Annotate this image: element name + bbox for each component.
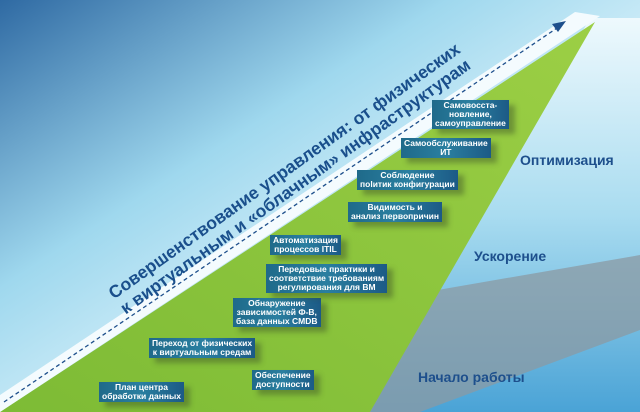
step-datacenter-plan: План центра обработки данных [99,382,184,402]
step-dependency-discovery: Обнаружение зависимостей Ф-В, база данны… [233,298,321,327]
step-p2v-migration: Переход от физических к виртуальным сред… [149,338,256,358]
step-config-compliance: Соблюдение пolитик конфигурации [357,170,458,190]
step-availability: Обеспечение доступности [252,370,314,390]
step-itil-automation: Автоматизация процессов ITIL [270,235,341,255]
stage-acceleration: Ускорение [474,248,547,264]
step-root-cause: Видимость и анализ первопричин [348,202,443,222]
step-best-practices: Передовые практики и соответствие требов… [266,264,388,293]
stage-optimization: Оптимизация [520,152,614,168]
stage-start: Начало работы [418,369,525,385]
step-self-healing: Самовосста- новление, самоуправление [432,100,509,129]
step-it-self-service: Самообслуживание ИТ [401,138,491,158]
arrow-head-icon [552,21,566,32]
